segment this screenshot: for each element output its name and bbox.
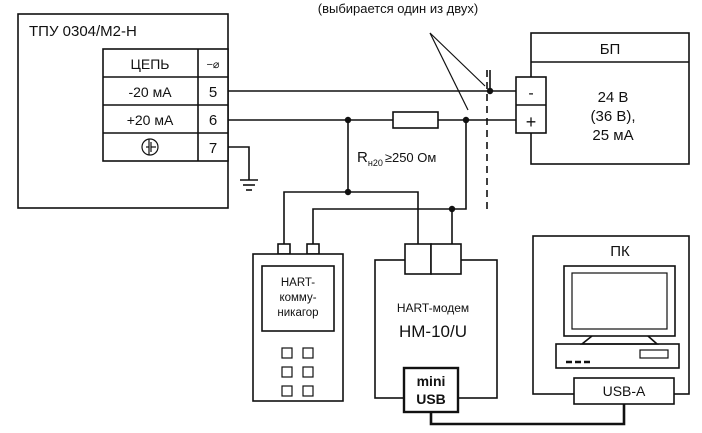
modem-label: HART-модем: [397, 301, 469, 315]
modem-connector-2: [430, 243, 462, 275]
communicator-wire-2: [312, 208, 453, 252]
communicator-keypad: [281, 347, 314, 397]
power-supply-outline: [530, 32, 690, 165]
note-pointer-line: [429, 32, 469, 111]
communicator-screen: [261, 265, 335, 332]
pc-block: ПК USB-A: [532, 235, 690, 405]
ground-wire: [228, 146, 250, 180]
pc-title: ПК: [610, 243, 630, 260]
usb-a-port: [573, 377, 675, 405]
selection-note: (выбирается один из двух): [318, 1, 478, 16]
power-supply-voltage-alt: (36 В),: [590, 108, 635, 125]
earth-ground-icon: [240, 179, 258, 191]
terminal-label-minus20: -20 мА: [128, 84, 172, 100]
note-pointer-line: [429, 32, 486, 87]
resistor-label: Rн20≥250 Ом: [357, 149, 436, 168]
chassis-ground-icon: [141, 138, 159, 156]
mini-usb-label-2: USB: [416, 391, 446, 407]
system-unit-icon: [555, 343, 680, 369]
hart-communicator: HART- комму- никагор: [252, 243, 344, 402]
communicator-label-line3: никагор: [277, 307, 318, 319]
transmitter-block: ТПУ 0304/М2-Н ЦЕПЬ −⌀ -20 мА 5 +20 мА 6 …: [17, 13, 229, 209]
transmitter-title: ТПУ 0304/М2-Н: [29, 23, 137, 40]
communicator-wire-1: [283, 191, 419, 252]
usb-cable: [429, 402, 626, 426]
power-supply-current: 25 мА: [592, 127, 633, 144]
terminal-header-circuit: ЦЕПЬ: [131, 56, 170, 72]
mini-usb-label-1: mini: [417, 373, 446, 389]
terminal-header-symbol: −⌀: [206, 59, 219, 71]
communicator-label-line1: HART-: [281, 277, 315, 289]
terminal-pin-6: 6: [209, 112, 217, 129]
terminal-label-plus20: +20 мА: [127, 112, 174, 128]
hart-modem: HART-модем HM-10/U mini USB: [374, 243, 498, 414]
power-supply-voltage: 24 В: [598, 89, 629, 106]
hart-tap-alt: [452, 120, 467, 210]
power-supply-minus-terminal: -: [528, 85, 533, 102]
usb-a-label: USB-A: [603, 383, 646, 399]
terminal-pin-5: 5: [209, 84, 217, 101]
power-supply-plus-terminal: +: [526, 112, 537, 132]
load-resistor: [392, 111, 439, 129]
modem-connector-1: [404, 243, 432, 275]
modem-model: HM-10/U: [399, 322, 467, 341]
power-supply-title: БП: [600, 41, 621, 58]
communicator-label-line2: комму-: [279, 292, 316, 304]
power-supply-block: БП - + 24 В (36 В), 25 мА: [515, 32, 690, 165]
terminal-pin-7: 7: [209, 140, 217, 157]
